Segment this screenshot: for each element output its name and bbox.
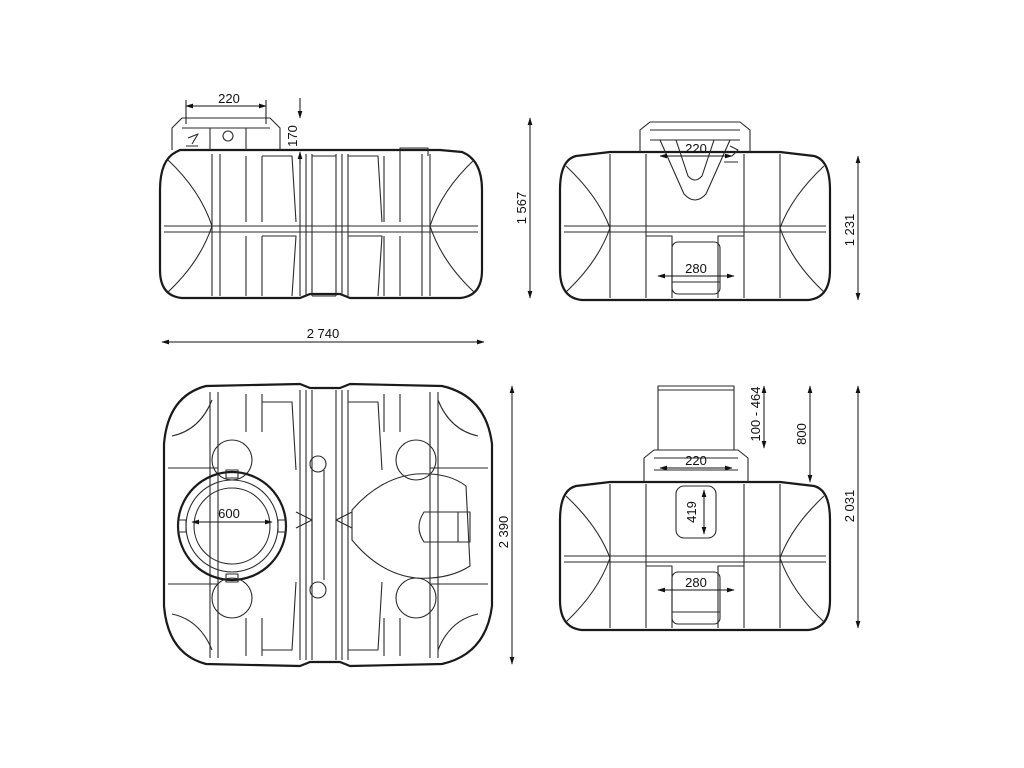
front-view-extension — [558, 385, 832, 632]
dim-ext-bottom-opening: 280 — [685, 575, 707, 590]
dim-width: 2 390 — [496, 516, 511, 549]
dim-side-collar-height: 170 — [285, 125, 300, 147]
dim-ext-opening: 220 — [685, 453, 707, 468]
dim-front-bottom-opening: 280 — [685, 261, 707, 276]
dim-ext-height: 2 031 — [842, 490, 857, 523]
dim-front-height: 1 231 — [842, 214, 857, 247]
dim-ext-total: 800 — [794, 423, 809, 445]
dim-ext-range: 100 - 464 — [748, 387, 763, 442]
dim-front-opening: 220 — [685, 141, 707, 156]
dim-ext-inner: 419 — [684, 501, 699, 523]
plan-view — [162, 382, 494, 668]
side-view — [158, 117, 484, 300]
dim-length: 2 740 — [307, 326, 340, 341]
dim-side-top-opening: 220 — [218, 91, 240, 106]
dimensions: 220 170 1 567 2 740 220 280 1 231 600 2 … — [161, 91, 861, 665]
front-view — [558, 121, 832, 302]
dim-plan-opening: 600 — [218, 506, 240, 521]
dim-side-height: 1 567 — [514, 192, 529, 225]
